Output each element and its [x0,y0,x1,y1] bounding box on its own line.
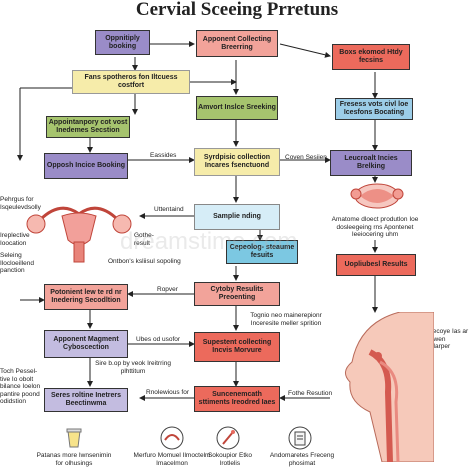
appointment-collecting-box: Apponent Collecting Breerring [196,30,278,57]
fans-spotheres-box: Fans spotheros fon Iltcuess costfort [72,70,190,94]
brush-icon [200,426,256,450]
icon-label-brush: Sokoupior Etko lrotlelis [207,452,253,467]
supestent-collecting-box: Supestent collecting Incvis Morvure [194,332,280,362]
label-pateregus: Pehrgus for Isqeulevdsolly [0,196,41,211]
speculum-icon [142,426,202,450]
cyfoby-results-box: Cytoby Resulits Preoenting [194,282,280,306]
page-title: Cervial Sceeing Prretuns [135,0,339,20]
label-selading: Seleing Ilocloeillend panction [0,252,34,274]
label-rnoleuslous: Rnolewious for [146,389,189,396]
label-eassides: Eassides [150,152,177,159]
label-tognio-neo: Tognio neo mainerepionr Inceresite melle… [250,312,322,327]
uterus-illustration [26,206,132,263]
icon-label-cup: Patanas more Iwnsenimin for olhusings [36,452,112,467]
boxes-ekomod-box: Boxs ekomod Htdy fecsins [332,44,410,70]
leucroalt-incies-box: Leucroalt Incies Brelking [330,150,412,176]
label-toch-pessel: Toch Pessel-tive Io obolt bilance Ioelon… [0,368,41,405]
label-ropver: Ropver [157,286,178,293]
fresses-vots-box: Fresess vots civl loe Icesfons Bocating [335,98,413,120]
sample-nding-box: Samplie nding [194,204,280,230]
apponent-magment-box: Apponent Magment Cyboscection [44,330,128,358]
cup-icon [44,428,104,448]
seres-roltine-box: Seres roltine Inetrers Beectinwma [44,388,128,412]
label-coven-sesiien: Coven Sesiien [285,154,327,161]
potentient-lew-box: Potonient lew te rd nr Inedering Secodlt… [44,284,128,310]
suncenemcath-box: Suncenemcath sttiments Ireodred Iaes [194,386,280,412]
label-ubes-od-usofor: Ubes od usofor [136,336,181,343]
label-amatome-dieect: Amatome dloect produtlon Ioe dosleegeing… [331,216,419,238]
appointanpory-box: Appointanpory cot vost Inedemes Secstion [46,116,130,138]
label-uttentaind: Uttentaind [154,206,184,213]
label-onlbons: Ontbon's ksliisul sopoling [108,258,181,265]
opposh-incice-box: Opposh Incice Booking [44,153,128,179]
amvort-inslce-box: Amvort Inslce Sreeking [196,96,278,120]
cepeolog-steame-box: Cepeolog- steaume fesuits [226,240,298,264]
label-preplective: Ireplective Ioocation [0,232,30,247]
label-sire-bowp: Sire b.op by veok Ireitrring plhttitum [95,360,171,375]
ovary-illustration [350,183,404,209]
uopliebesl-results-box: Uopliubesl Results [336,254,416,276]
sydpiaic-collection-box: Syrdpisic collection Incares fsenctuond [194,148,280,176]
icon-label-speculum: Merfuro Momuel Ilmoctelm Imacelmon [133,452,211,467]
icon-label-clipboard: Andomaretes Freceng phosimat [269,452,335,467]
clipboard-icon [270,426,330,450]
label-gothe-result: Gothe- result [134,232,154,247]
anatomy-profile-illustration [345,312,434,462]
label-fothe-resution: Fothe Resution [288,390,333,397]
opportunity-booking-box: Oppnitiply booking [95,30,150,55]
